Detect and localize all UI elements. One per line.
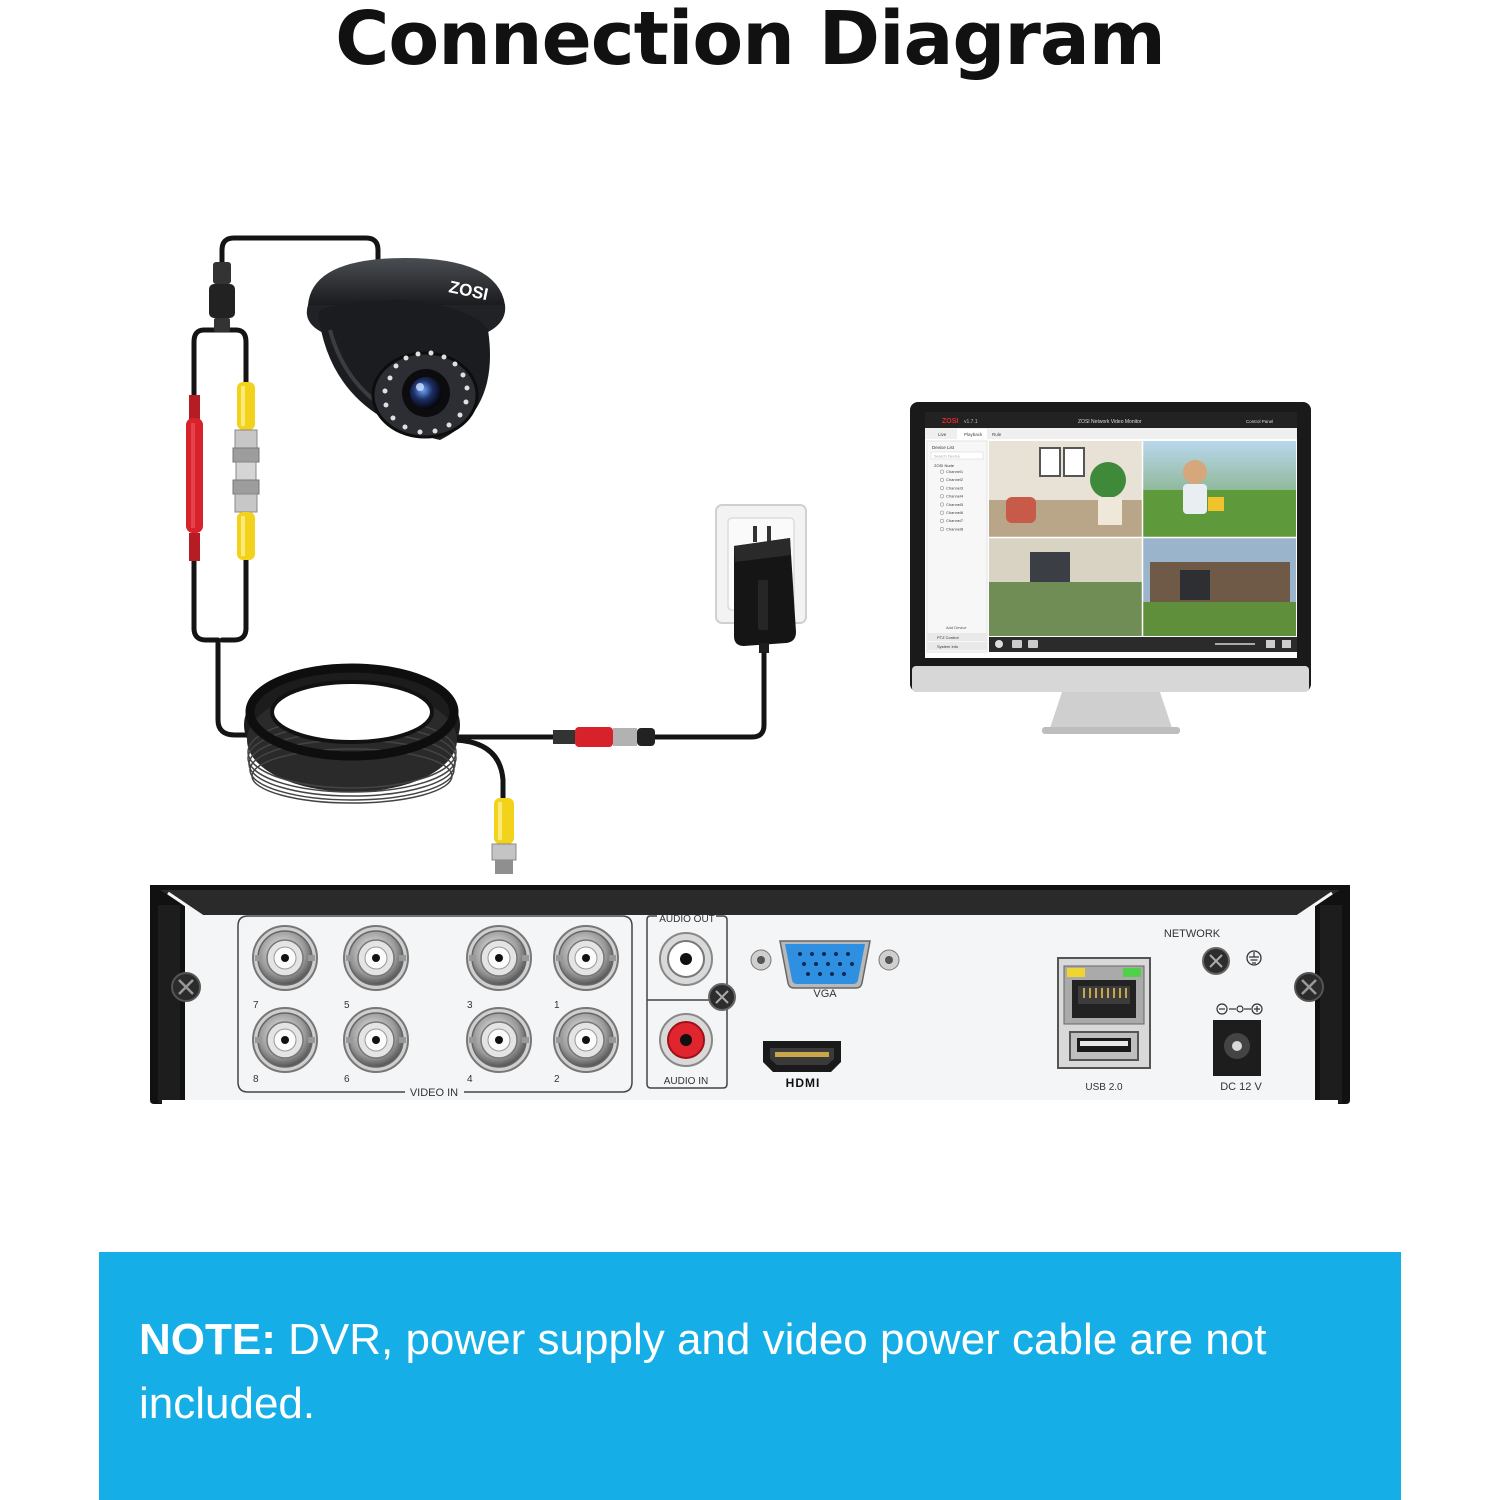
dc-label: DC 12 V: [1220, 1081, 1262, 1093]
bnc-port-label: 8: [253, 1074, 259, 1085]
channel-icon: [939, 510, 945, 515]
dome-camera: ZOSI: [306, 258, 506, 440]
audio-out-label: AUDIO OUT: [659, 914, 715, 925]
channel-icon: [939, 469, 945, 474]
hdmi-label: HDMI: [786, 1076, 821, 1090]
monitor-channel-item[interactable]: Channel2: [946, 477, 964, 482]
dc-junction: [209, 262, 235, 332]
hdmi-port[interactable]: [763, 1041, 841, 1072]
monitor-device-list-title: Device List: [932, 445, 955, 450]
monitor-channel-item[interactable]: Channel4: [946, 494, 964, 499]
audio-in-port[interactable]: [659, 1013, 713, 1067]
bnc-port-label: 6: [344, 1074, 350, 1085]
earth-screw: [1202, 947, 1230, 975]
monitor-system-info[interactable]: System Info: [937, 644, 959, 649]
bnc-port-7[interactable]: [252, 925, 318, 991]
page-title: Connection Diagram: [335, 0, 1166, 82]
channel-icon: [939, 477, 945, 482]
power-adapter: [715, 504, 807, 653]
monitor-channel-item[interactable]: Channel6: [946, 510, 964, 515]
channel-icon: [939, 494, 945, 499]
usb-port[interactable]: [1069, 1031, 1139, 1061]
vga-label: VGA: [813, 988, 837, 1000]
note-text: DVR, power supply and video power cable …: [139, 1315, 1267, 1428]
monitor-search-input[interactable]: Search Device: [934, 454, 961, 459]
power-plug-camera: [186, 395, 203, 561]
note-banner: NOTE: DVR, power supply and video power …: [99, 1252, 1401, 1500]
monitor-add-device[interactable]: Add Device: [946, 625, 967, 630]
bnc-port-5[interactable]: [343, 925, 409, 991]
monitor-device-group[interactable]: ZOSI Node: [934, 463, 955, 468]
bnc-port-6[interactable]: [343, 1007, 409, 1073]
dc-power-port[interactable]: [1213, 1020, 1261, 1076]
bnc-port-label: 4: [467, 1074, 473, 1085]
video-plug-camera: [232, 382, 260, 560]
monitor-channel-item[interactable]: Channel1: [946, 469, 964, 474]
monitor-window-title: ZOSI Network Video Monitor: [1078, 419, 1142, 425]
cable-coil: [244, 663, 460, 804]
monitor-channel-item[interactable]: Channel8: [946, 526, 964, 531]
screw-left: [171, 972, 201, 1002]
monitor-ptz-control[interactable]: PTZ Control: [937, 635, 959, 640]
bnc-port-label: 7: [253, 1000, 259, 1011]
monitor-tab-playback[interactable]: Playback: [964, 432, 983, 437]
power-connector-adapter: [553, 727, 655, 747]
dc-polarity-icon: [1216, 1003, 1263, 1015]
screw-right: [1294, 972, 1324, 1002]
monitor-channel-item[interactable]: Channel5: [946, 502, 964, 507]
monitor-video-grid: [989, 441, 1296, 636]
note-prefix: NOTE:: [139, 1315, 276, 1364]
bnc-port-label: 5: [344, 1000, 350, 1011]
monitor-tab-rule[interactable]: Rule: [992, 432, 1002, 437]
video-plug-dvr: [491, 798, 517, 874]
audio-out-port[interactable]: [659, 932, 713, 986]
ground-symbol-icon: [1246, 950, 1262, 966]
monitor-logo: ZOSI: [942, 418, 958, 425]
dvr: VIDEO IN 7 5 3 1 8 6 4 2 AUDIO OUT AUDIO IN: [150, 885, 1350, 1110]
usb-label: USB 2.0: [1085, 1082, 1123, 1093]
channel-icon: [939, 502, 945, 507]
cable-wiring: [191, 235, 767, 803]
channel-icon: [939, 527, 945, 532]
bnc-port-2[interactable]: [553, 1007, 619, 1073]
channel-icon: [939, 518, 945, 523]
bnc-port-label: 3: [467, 1000, 473, 1011]
bnc-port-1[interactable]: [553, 925, 619, 991]
ground-screw: [708, 983, 736, 1011]
bnc-port-8[interactable]: [252, 1007, 318, 1073]
bnc-port-label: 2: [554, 1074, 560, 1085]
monitor-version: v1.7.1: [964, 419, 978, 425]
bnc-port-3[interactable]: [466, 925, 532, 991]
video-in-label: VIDEO IN: [410, 1087, 458, 1099]
bnc-port-4[interactable]: [466, 1007, 532, 1073]
bnc-port-label: 1: [554, 1000, 560, 1011]
monitor-channel-item[interactable]: Channel7: [946, 518, 964, 523]
vga-port[interactable]: [750, 940, 900, 989]
monitor-tab-live[interactable]: Live: [938, 432, 947, 437]
audio-in-label: AUDIO IN: [664, 1076, 708, 1087]
monitor-control-panel[interactable]: Control Panel: [1246, 419, 1273, 424]
channel-icon: [939, 486, 945, 491]
monitor: ZOSI v1.7.1 ZOSI Network Video Monitor C…: [910, 402, 1311, 734]
network-label: NETWORK: [1164, 928, 1221, 940]
monitor-channel-item[interactable]: Channel3: [946, 485, 964, 490]
monitor-channel-list: Channel1Channel2Channel3Channel4Channel5…: [939, 469, 964, 532]
